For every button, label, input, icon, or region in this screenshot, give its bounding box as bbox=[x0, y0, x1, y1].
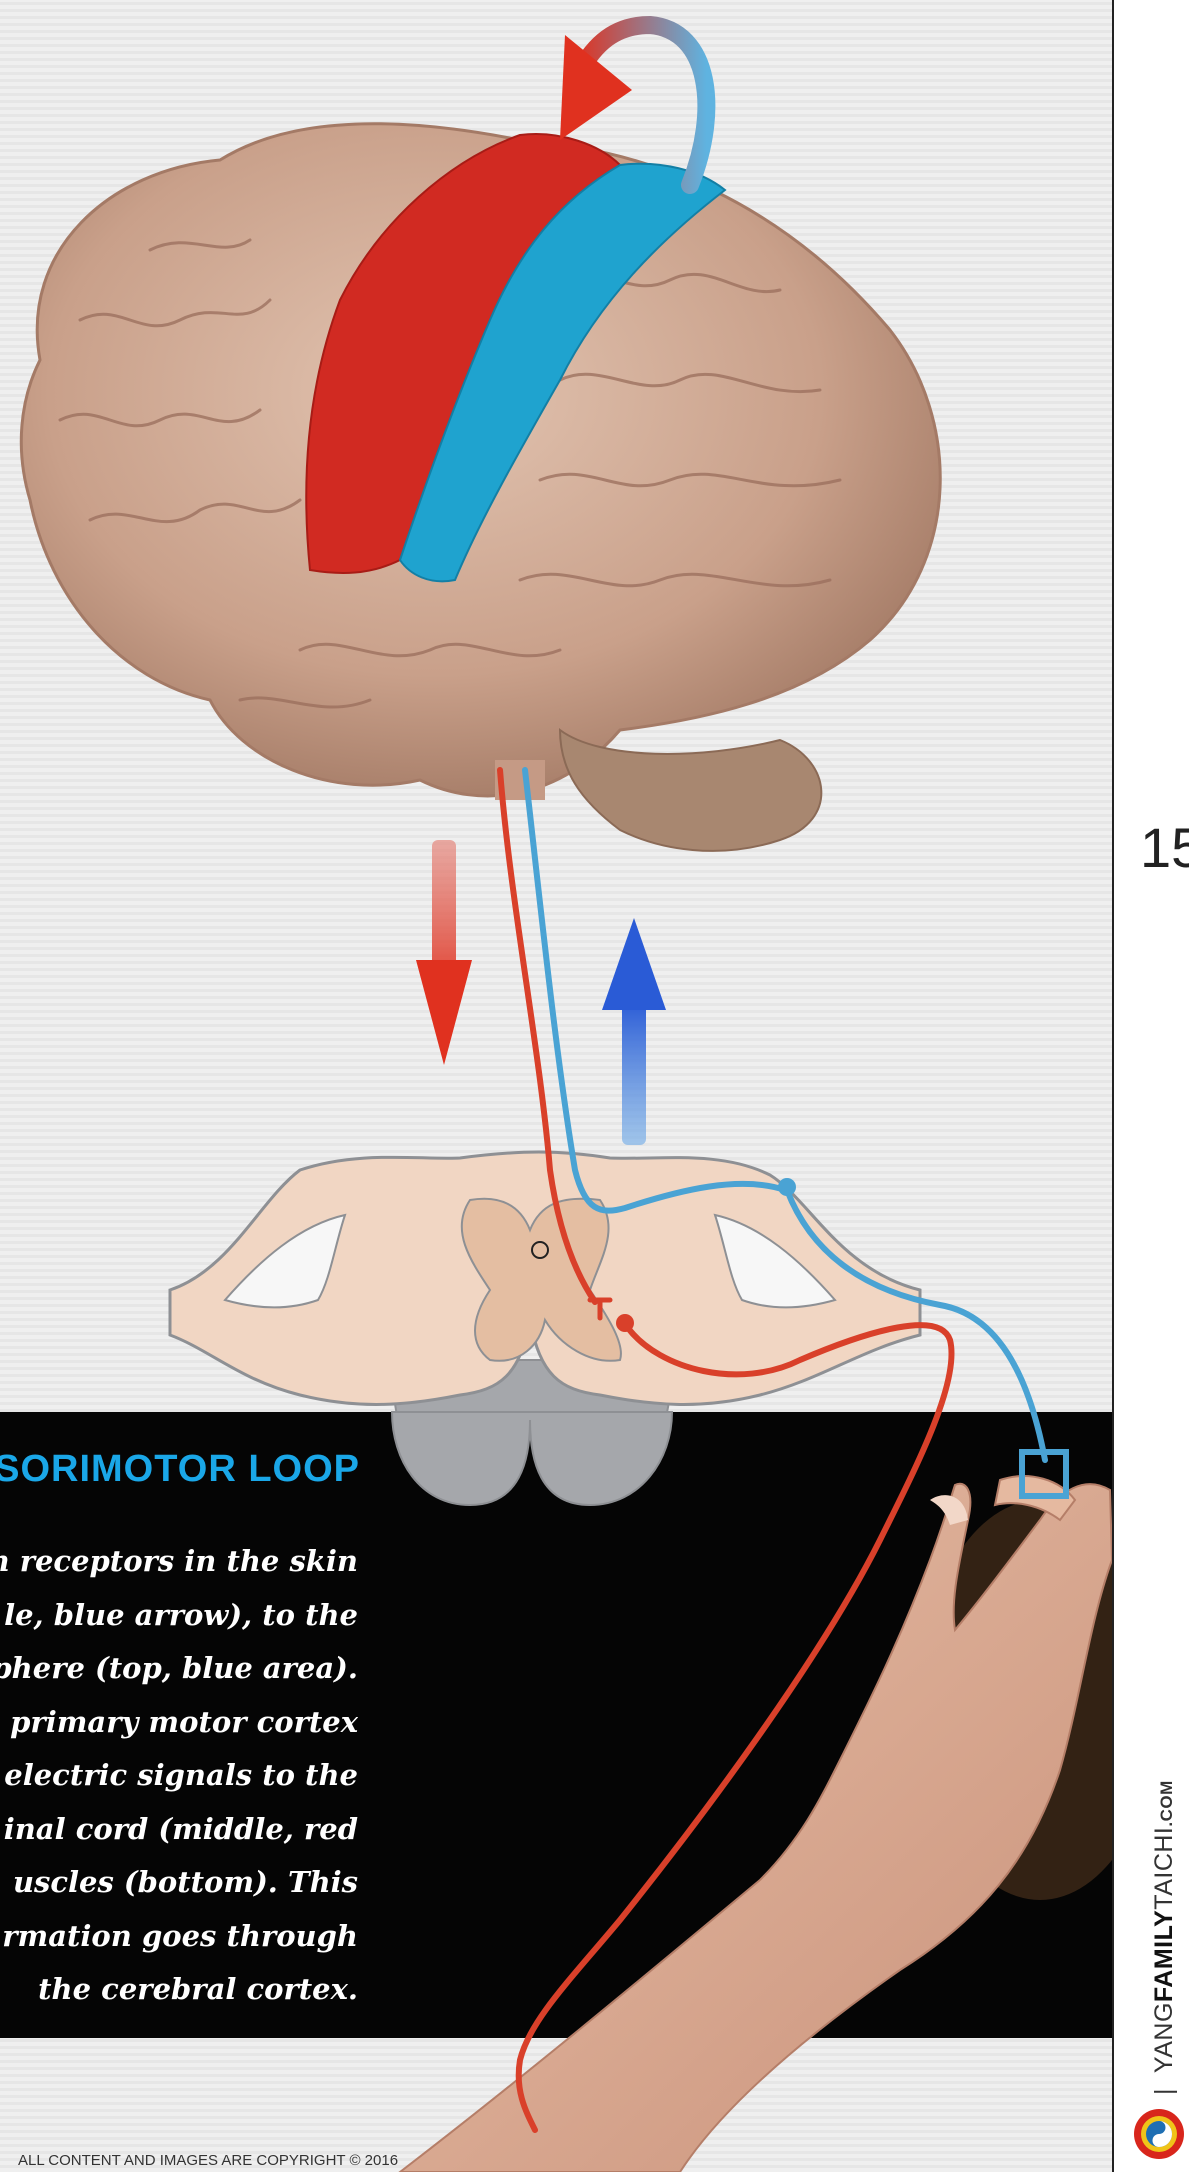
page-edge-rule bbox=[1112, 0, 1114, 2172]
brand-prefix: YANG bbox=[1150, 2002, 1178, 2073]
cerebellum bbox=[560, 730, 821, 851]
caption-line: inal cord (middle, red bbox=[0, 1803, 358, 1857]
caption-line: n receptors in the skin bbox=[0, 1535, 358, 1589]
brand-bold: FAMILY bbox=[1150, 1910, 1178, 2002]
sensory-ascending-arrow bbox=[602, 918, 666, 1145]
caption-line: uscles (bottom). This bbox=[0, 1856, 358, 1910]
caption-line: the cerebral cortex. bbox=[0, 1963, 358, 2017]
caption-body: n receptors in the skin le, blue arrow),… bbox=[0, 1535, 358, 2017]
yang-family-logo-icon bbox=[1133, 2108, 1185, 2160]
brand-url[interactable]: | YANGFAMILYTAICHI.COM bbox=[1150, 1780, 1179, 2095]
brain bbox=[21, 124, 940, 851]
brand-separator: | bbox=[1150, 2088, 1178, 2095]
brand-suffix: TAICHI bbox=[1150, 1827, 1178, 1910]
caption-line: electric signals to the bbox=[0, 1749, 358, 1803]
caption-line: rmation goes through bbox=[0, 1910, 358, 1964]
caption-line: phere (top, blue area). bbox=[0, 1642, 358, 1696]
caption-line: primary motor cortex bbox=[0, 1696, 358, 1750]
motor-descending-arrow bbox=[416, 840, 472, 1065]
caption-line: le, blue arrow), to the bbox=[0, 1589, 358, 1643]
page-number: 15 bbox=[1140, 815, 1189, 880]
copyright-notice: ALL CONTENT AND IMAGES ARE COPYRIGHT © 2… bbox=[18, 2152, 398, 2169]
caption-title: SORIMOTOR LOOP bbox=[0, 1448, 360, 1491]
brand-tld: .COM bbox=[1157, 1780, 1176, 1826]
